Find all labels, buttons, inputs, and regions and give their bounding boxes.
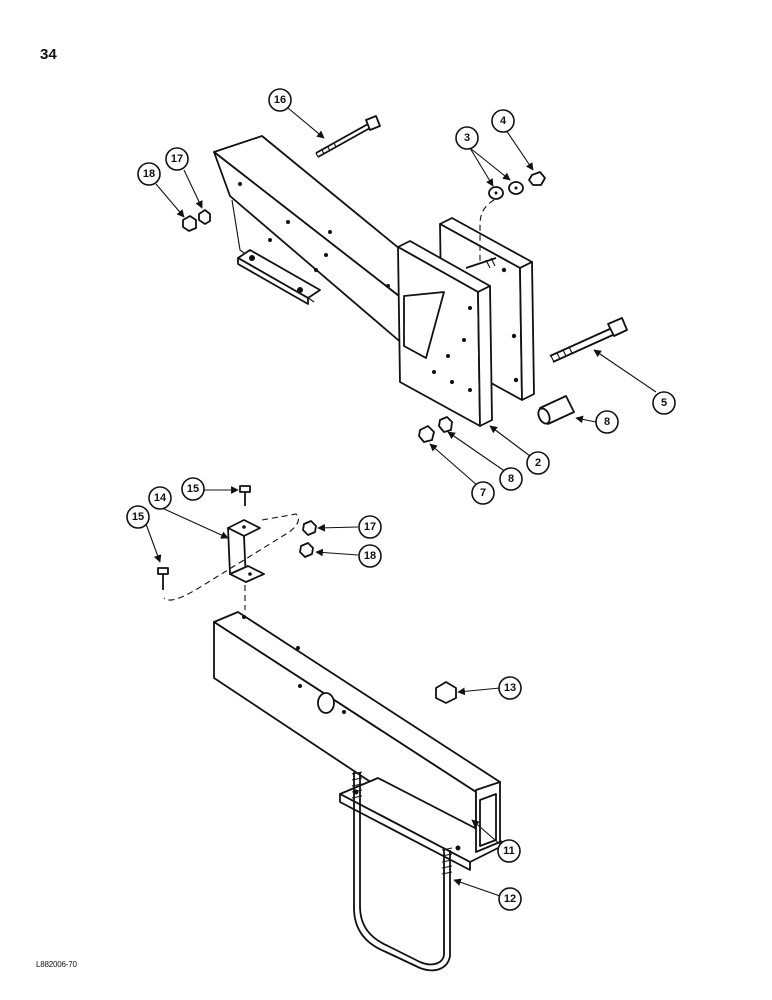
svg-text:15: 15 [132,511,144,523]
spacer-8 [537,395,575,425]
svg-text:14: 14 [154,492,167,504]
callout-15-upper: 15 [181,477,205,501]
bolt-16 [315,115,381,158]
callout-7: 7 [471,481,495,505]
svg-text:15: 15 [187,483,199,495]
upper-hardware [182,171,546,443]
callout-3: 3 [455,126,479,150]
svg-text:8: 8 [508,473,514,485]
svg-text:8: 8 [604,416,610,428]
alignment-dash-lower [163,513,299,601]
leader-lines [145,107,657,897]
callout-8-washer: 8 [499,467,523,491]
svg-text:18: 18 [143,168,155,180]
svg-text:17: 17 [364,521,376,533]
svg-text:17: 17 [171,153,183,165]
bolt-5 [549,317,628,363]
callout-5: 5 [652,391,676,415]
callout-16: 16 [268,88,292,112]
footer-code: L882006-70 [36,960,77,969]
screw-15-upper [239,485,251,506]
u-bolt [351,771,453,972]
screw-15-lower [157,567,169,590]
svg-text:18: 18 [364,550,376,562]
svg-text:7: 7 [480,487,486,499]
svg-text:12: 12 [504,893,516,905]
nut-18 [299,542,314,558]
callout-11: 11 [497,839,521,863]
channel-bracket [227,519,265,583]
svg-text:13: 13 [504,682,516,694]
page-number: 34 [40,46,57,63]
callout-18-upper: 18 [137,162,161,186]
svg-text:4: 4 [500,115,507,127]
callout-12: 12 [498,887,522,911]
svg-text:3: 3 [464,132,470,144]
svg-text:11: 11 [503,845,515,857]
nut-13 [435,681,457,704]
callout-17-upper: 17 [165,147,189,171]
callout-14: 14 [148,486,172,510]
callout-13: 13 [498,676,522,700]
svg-text:5: 5 [661,397,667,409]
svg-text:2: 2 [535,457,541,469]
callout-8-spacer: 8 [595,410,619,434]
alignment-dash-upper [479,199,495,262]
callout-18-lower: 18 [358,544,382,568]
lock-washer-17 [302,520,317,536]
callout-4: 4 [491,109,515,133]
square-tube [213,611,507,871]
callout-2: 2 [526,451,550,475]
callout-17-lower: 17 [358,515,382,539]
svg-text:16: 16 [274,94,286,106]
front-plate [397,240,493,427]
callout-15-lower: 15 [126,505,150,529]
